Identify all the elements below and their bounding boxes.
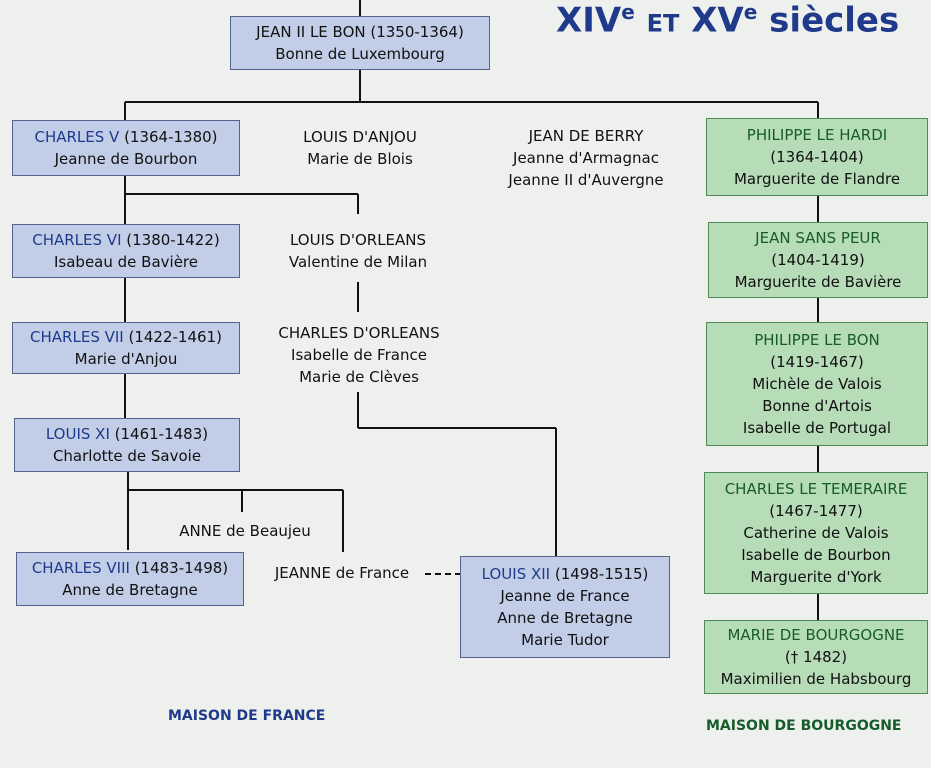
node-philippe-bon: PHILIPPE LE BON (1419-1467) Michèle de V… — [706, 322, 928, 446]
node-charles-temeraire: CHARLES LE TEMERAIRE (1467-1477) Catheri… — [704, 472, 928, 594]
node-charles6: CHARLES VI (1380-1422) Isabeau de Bavièr… — [12, 224, 240, 278]
node-charles8: CHARLES VIII (1483-1498) Anne de Bretagn… — [16, 552, 244, 606]
node-louis-orleans: LOUIS D'ORLEANS Valentine de Milan — [288, 231, 428, 271]
label-maison-france: MAISON DE FRANCE — [168, 708, 326, 724]
node-marie-bourgogne: MARIE DE BOURGOGNE († 1482) Maximilien d… — [704, 620, 928, 694]
node-jean2: JEAN II LE BON (1350-1364) Bonne de Luxe… — [230, 16, 490, 70]
node-anne-beaujeu: ANNE de Beaujeu — [179, 522, 311, 540]
node-charles7: CHARLES VII (1422-1461) Marie d'Anjou — [12, 322, 240, 374]
node-charles5: CHARLES V (1364-1380) Jeanne de Bourbon — [12, 120, 240, 176]
node-charles-orleans: CHARLES D'ORLEANS Isabelle de France Mar… — [278, 324, 440, 386]
node-jean-berry: JEAN DE BERRY Jeanne d'Armagnac Jeanne I… — [508, 127, 664, 189]
page-title: XIVe ET XVe siècles — [556, 0, 900, 41]
node-jeanne-france: JEANNE de France — [274, 564, 410, 582]
node-louis11: LOUIS XI (1461-1483) Charlotte de Savoie — [14, 418, 240, 472]
node-jean-sans-peur: JEAN SANS PEUR (1404-1419) Marguerite de… — [708, 222, 928, 298]
node-louis-anjou: LOUIS D'ANJOU Marie de Blois — [303, 128, 417, 168]
node-philippe-hardi: PHILIPPE LE HARDI (1364-1404) Marguerite… — [706, 118, 928, 196]
label-maison-bourgogne: MAISON DE BOURGOGNE — [706, 718, 902, 734]
node-louis12: LOUIS XII (1498-1515) Jeanne de France A… — [460, 556, 670, 658]
